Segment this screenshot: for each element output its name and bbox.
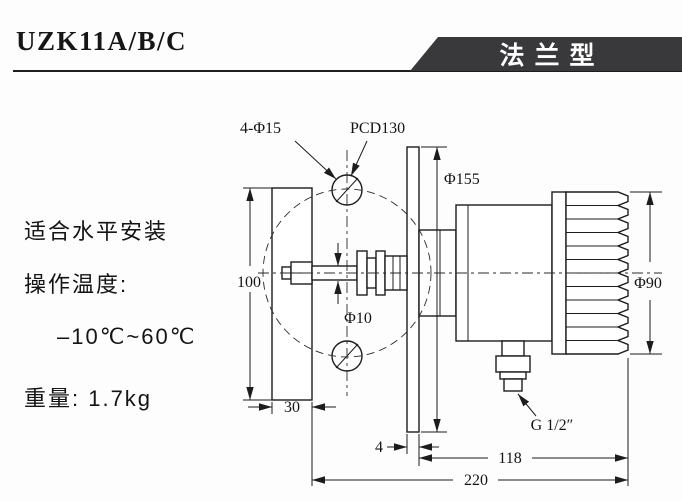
dim-plate-width-label: 30 (284, 399, 300, 416)
note-temp-label: 操作温度: (24, 272, 129, 297)
dim-housing-diameter-label: Φ90 (634, 275, 662, 292)
dim-pcd-label: PCD130 (350, 120, 405, 137)
dim-flange-thickness-label: 4 (375, 439, 383, 456)
mounting-flange (406, 146, 420, 433)
cable-gland (495, 340, 531, 392)
title-rule (13, 70, 682, 72)
leader-pcd: PCD130 (350, 120, 405, 177)
dim-flange-diameter: Φ155 (421, 146, 480, 433)
dim-bolt-holes-label: 4-Φ15 (240, 120, 281, 137)
type-banner: 法兰型 (410, 37, 682, 71)
dim-flange-diameter-label: Φ155 (444, 171, 480, 188)
leader-bolt-holes: 4-Φ15 (240, 120, 337, 180)
centerlines (258, 150, 662, 396)
bracket-plate (271, 187, 313, 401)
pcd-circle (262, 188, 432, 358)
dim-overall-length: 220 (312, 472, 628, 489)
dim-housing-length-label: 118 (498, 450, 521, 467)
dim-shaft-diameter-label: Φ10 (344, 310, 372, 327)
dim-shaft-diameter: Φ10 (334, 243, 372, 327)
note-temp-range: –10℃~60℃ (57, 324, 197, 349)
note-mounting: 适合水平安装 (24, 219, 169, 244)
dim-thread-label: G 1/2″ (531, 417, 574, 434)
type-banner-label: 法兰型 (499, 42, 605, 70)
dim-plate-width: 30 (248, 399, 336, 486)
dim-plate-height-label: 100 (237, 274, 261, 291)
page-title: UZK11A/B/C (16, 26, 188, 56)
dim-plate-height: 100 (237, 187, 272, 401)
dim-overall-length-label: 220 (464, 472, 488, 489)
leader-thread: G 1/2″ (517, 393, 574, 434)
dim-housing-length: 118 (419, 358, 629, 486)
note-weight: 重量: 1.7kg (24, 386, 153, 411)
dim-flange-thickness: 4 (375, 434, 439, 466)
dim-housing-diameter: Φ90 (630, 191, 662, 355)
